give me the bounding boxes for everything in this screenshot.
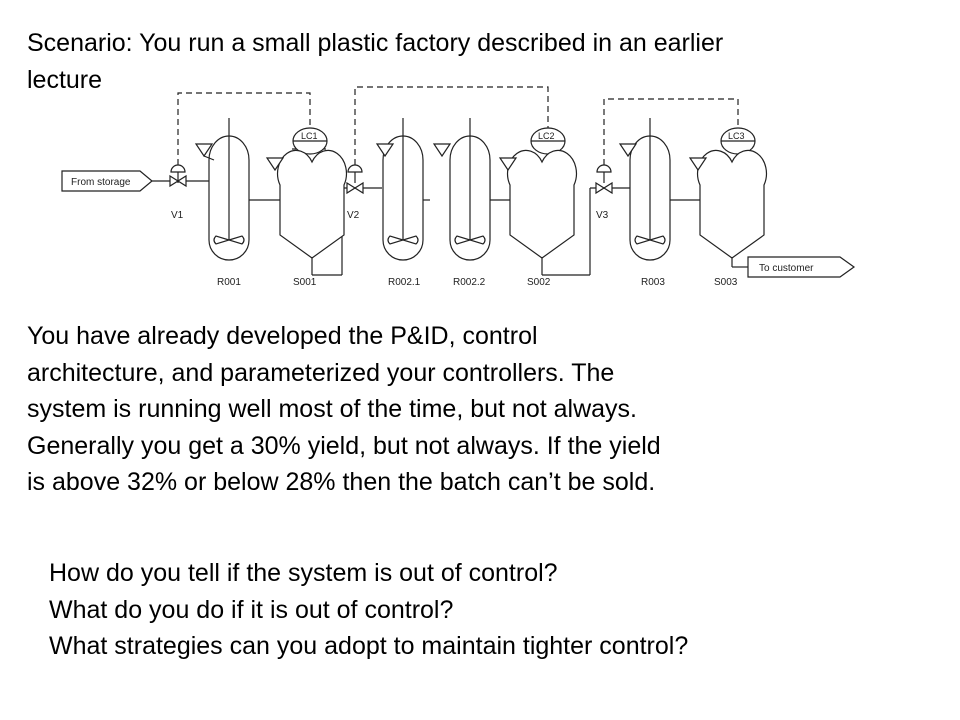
pid-diagram: From storage To customer [61, 86, 856, 288]
settler-s001 [265, 149, 348, 259]
question-3: What strategies can you adopt to maintai… [49, 632, 689, 660]
body-line-5: is above 32% or below 28% then the batch… [27, 468, 656, 496]
reactor-r003 [618, 118, 671, 261]
settler-s002 [498, 149, 578, 259]
vessel-label-r001: R001 [217, 277, 241, 288]
valve-label-v2: V2 [347, 210, 360, 221]
inlet-label: From storage [71, 177, 131, 188]
question-2: What do you do if it is out of control? [49, 595, 454, 624]
valve-label-v3: V3 [596, 210, 609, 221]
vessel-label-s001: S001 [293, 277, 317, 288]
valve-label-v1: V1 [171, 210, 184, 221]
reactor-r002-1 [375, 118, 424, 261]
vessel-label-s002: S002 [527, 277, 551, 288]
reactor-r001 [194, 118, 250, 261]
controller-label-lc2: LC2 [538, 131, 555, 141]
body-line-1: You have already developed the P&ID, con… [27, 322, 538, 350]
reactor-r002-2 [432, 118, 491, 261]
controller-lc2: LC2 [530, 127, 566, 155]
controller-label-lc3: LC3 [728, 131, 745, 141]
valve-v3 [595, 164, 613, 195]
scenario-heading: Scenario: You run a small plastic factor… [27, 25, 937, 98]
controller-lc1: LC1 [292, 127, 328, 155]
settler-s003 [688, 149, 768, 259]
heading-line-1: Scenario: You run a small plastic factor… [27, 29, 724, 57]
valve-v2 [346, 164, 364, 195]
vessel-label-r002-2: R002.2 [453, 277, 486, 288]
body-line-4: Generally you get a 30% yield, but not a… [27, 431, 661, 460]
body-line-2: architecture, and parameterized your con… [27, 358, 615, 387]
outlet-arrow: To customer [747, 256, 856, 278]
vessel-label-r002-1: R002.1 [388, 277, 421, 288]
heading-line-2: lecture [27, 65, 103, 94]
vessel-label-s003: S003 [714, 277, 738, 288]
body-line-3: system is running well most of the time,… [27, 395, 637, 423]
vessel-label-r003: R003 [641, 277, 665, 288]
scenario-body: You have already developed the P&ID, con… [27, 318, 937, 501]
outlet-label: To customer [759, 263, 814, 274]
inlet-arrow: From storage [61, 170, 153, 192]
question-list: How do you tell if the system is out of … [49, 555, 949, 665]
signal-lines [177, 86, 739, 165]
controller-label-lc1: LC1 [301, 131, 318, 141]
valve-v1 [169, 164, 187, 188]
question-1: How do you tell if the system is out of … [49, 559, 558, 587]
